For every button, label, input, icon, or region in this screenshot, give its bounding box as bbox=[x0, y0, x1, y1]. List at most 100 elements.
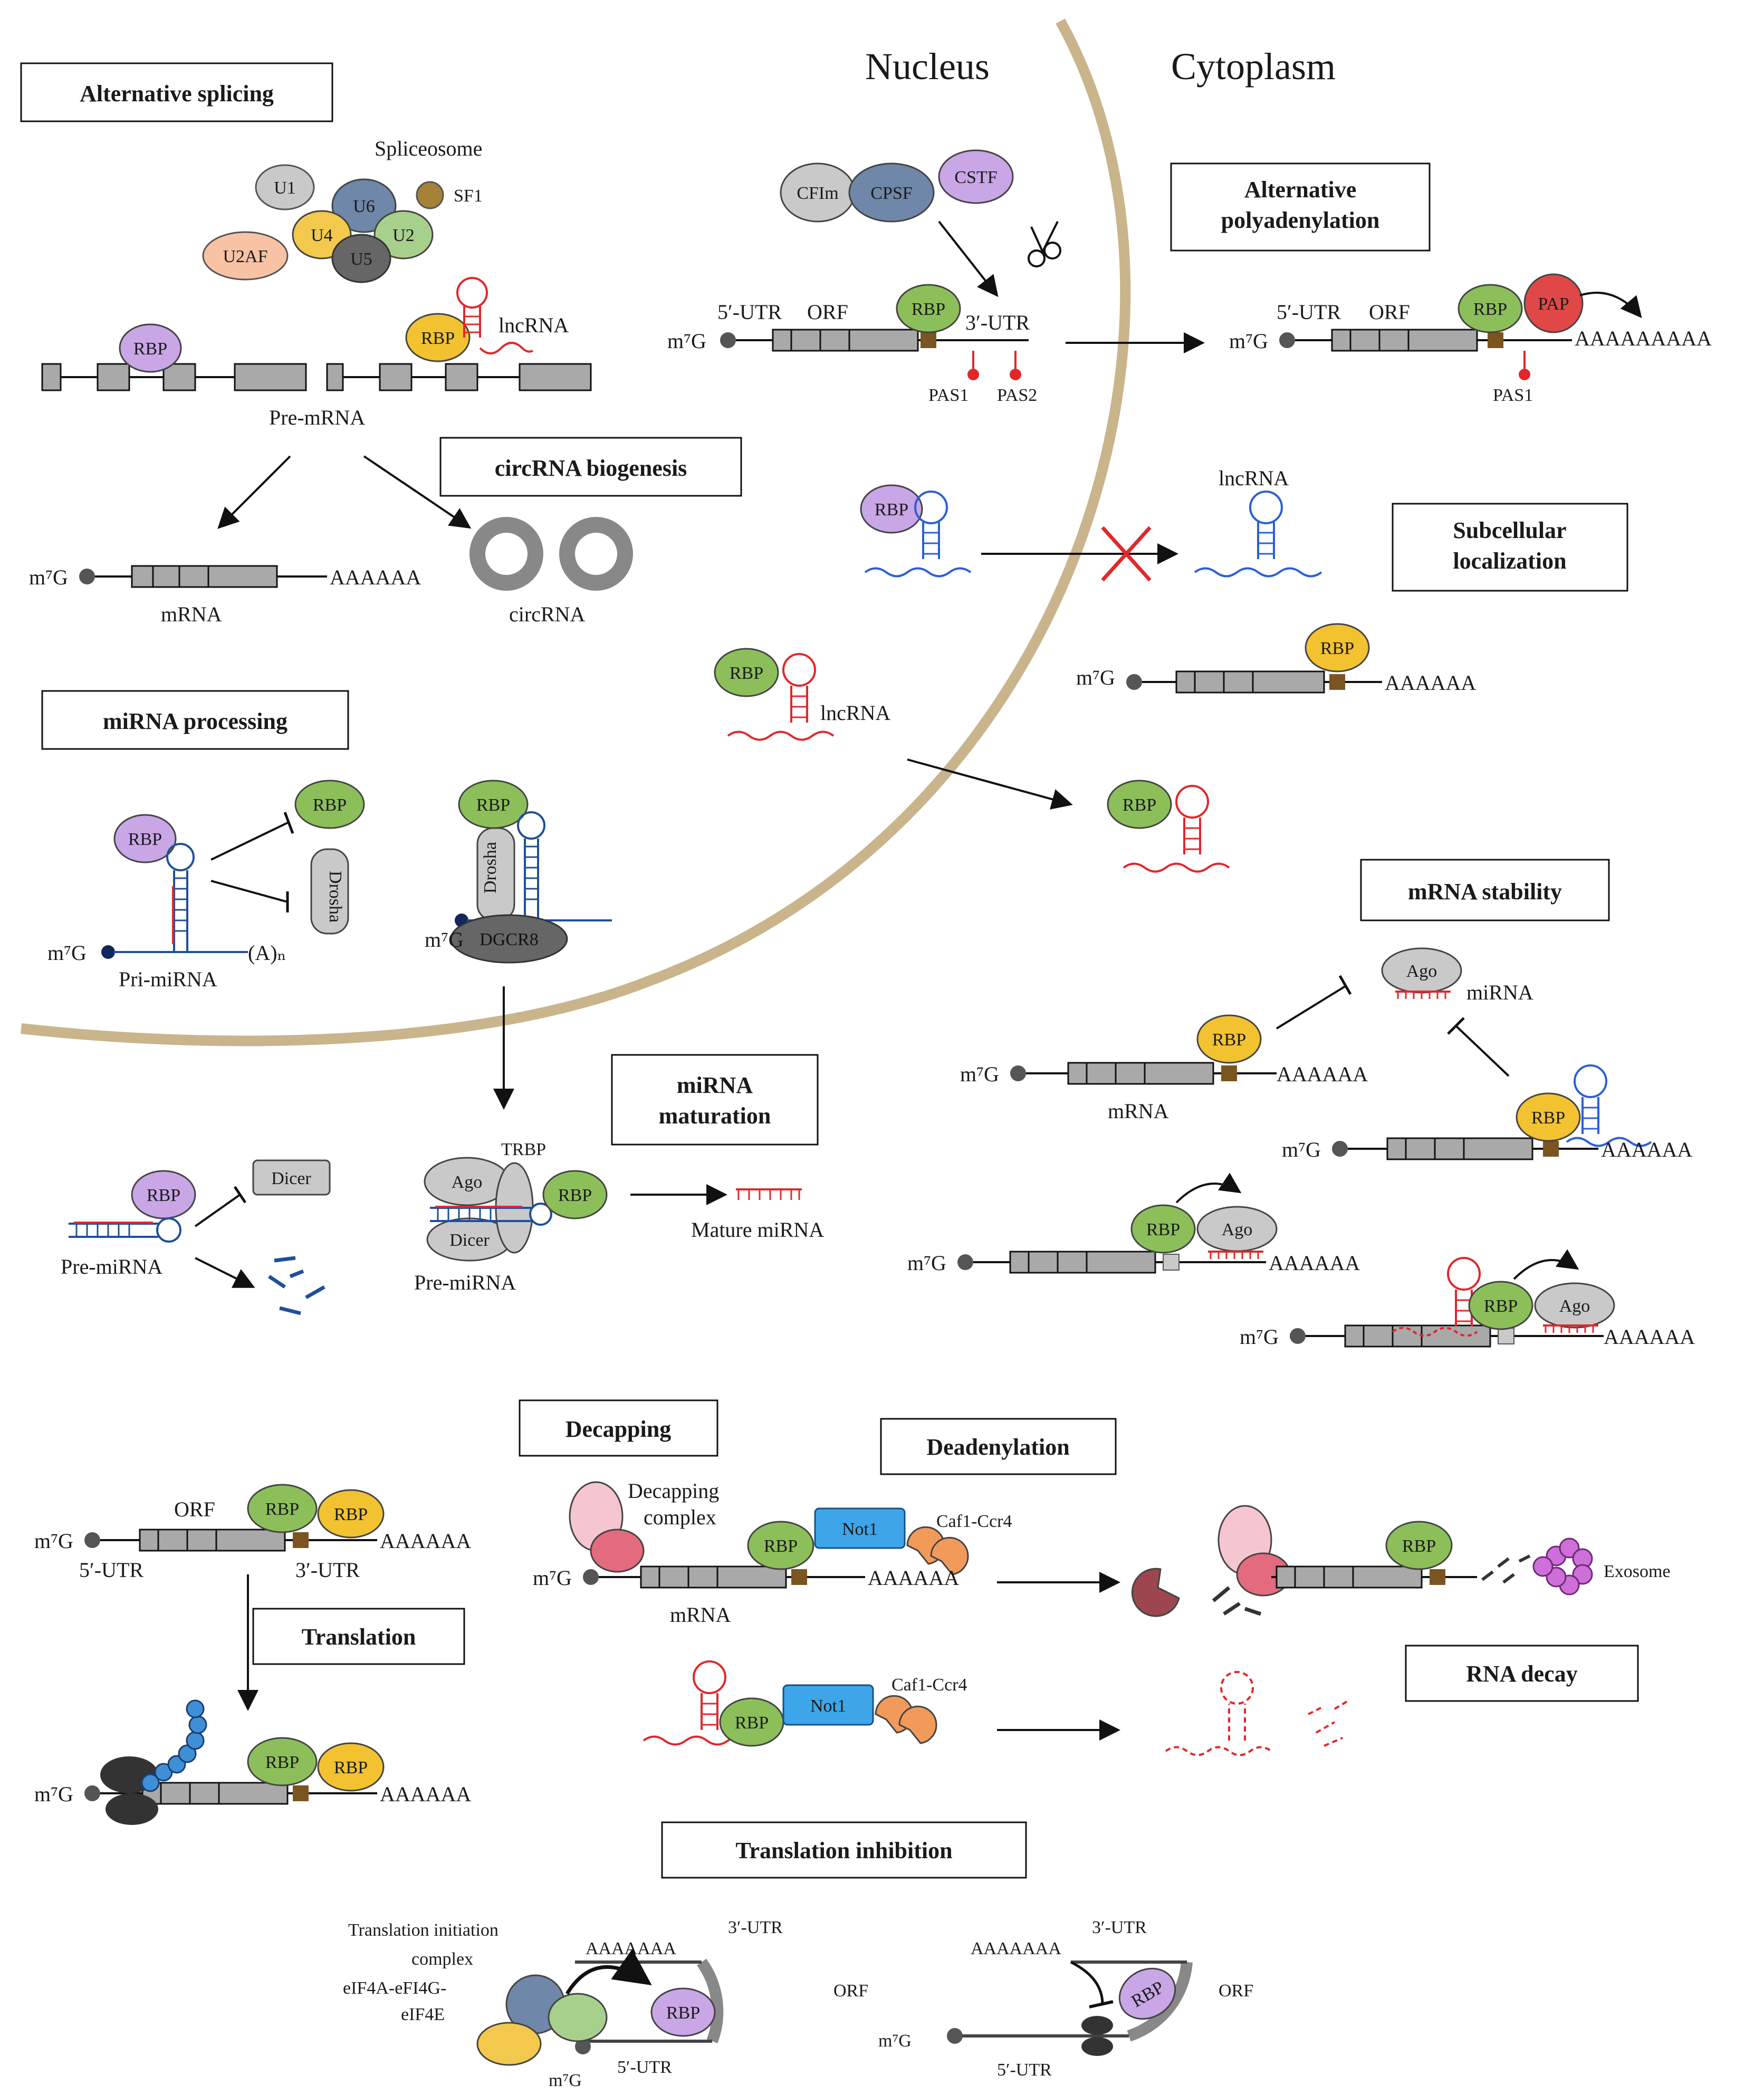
svg-text:AAAAAAA: AAAAAAA bbox=[586, 1939, 676, 1958]
degraded-fragments bbox=[268, 1256, 325, 1315]
mrna-stability-box: mRNA stability bbox=[1360, 859, 1610, 921]
svg-text:RBP: RBP bbox=[1320, 639, 1354, 658]
svg-text:AAAAAA: AAAAAA bbox=[1277, 1062, 1368, 1086]
svg-text:Caf1-Ccr4: Caf1-Ccr4 bbox=[891, 1675, 967, 1695]
svg-text:circRNA biogenesis: circRNA biogenesis bbox=[495, 455, 687, 481]
svg-text:U4: U4 bbox=[311, 226, 333, 245]
svg-text:complex: complex bbox=[644, 1505, 716, 1529]
svg-text:circRNA: circRNA bbox=[509, 602, 586, 626]
svg-text:RNA decay: RNA decay bbox=[1466, 1661, 1577, 1687]
svg-text:m⁷G: m⁷G bbox=[549, 2071, 582, 2090]
pri-mirna: RBP m⁷G (A)ₙ Pri-miRNA bbox=[47, 814, 286, 991]
svg-text:RBP: RBP bbox=[133, 339, 167, 359]
svg-text:m⁷G: m⁷G bbox=[533, 1566, 572, 1590]
svg-text:AAAAAA: AAAAAA bbox=[380, 1529, 471, 1553]
svg-text:RBP: RBP bbox=[421, 329, 455, 348]
svg-text:AAAAAAAAA: AAAAAAAAA bbox=[1575, 326, 1712, 350]
svg-text:AAAAAA: AAAAAA bbox=[868, 1566, 959, 1590]
svg-text:DGCR8: DGCR8 bbox=[480, 930, 538, 949]
mrna-apa-before: m⁷G RBP 5′-UTR ORF 3′-UTR PAS1 PAS2 bbox=[667, 284, 1037, 405]
svg-text:RBP: RBP bbox=[912, 300, 945, 319]
svg-text:RBP: RBP bbox=[334, 1758, 368, 1777]
svg-text:m⁷G: m⁷G bbox=[878, 2031, 912, 2051]
splice-arrow-circrna bbox=[363, 455, 472, 529]
free-rbp-drosha: RBP Drosha bbox=[294, 780, 365, 935]
svg-text:eIF4E: eIF4E bbox=[401, 2005, 445, 2024]
svg-text:RBP: RBP bbox=[730, 664, 763, 683]
svg-text:ORF: ORF bbox=[833, 1981, 868, 2001]
cleavage-factors: CFIm CSTF CPSF bbox=[780, 149, 1014, 223]
splice-arrow-mrna bbox=[217, 455, 291, 529]
svg-text:TRBP: TRBP bbox=[501, 1140, 546, 1159]
svg-text:(A)ₙ: (A)ₙ bbox=[248, 941, 286, 965]
mrna-ago-recruit-2: m⁷G RBP Ago AAAAAA bbox=[1240, 1249, 1695, 1349]
svg-text:localization: localization bbox=[1453, 548, 1566, 574]
svg-text:Subcellular: Subcellular bbox=[1453, 517, 1566, 543]
svg-text:RBP: RBP bbox=[875, 500, 908, 520]
svg-text:m⁷G: m⁷G bbox=[47, 941, 87, 965]
mature-mirna: Mature miRNA bbox=[691, 1188, 824, 1242]
svg-text:Deadenylation: Deadenylation bbox=[926, 1434, 1069, 1460]
svg-text:Mature miRNA: Mature miRNA bbox=[691, 1218, 824, 1242]
svg-text:U2: U2 bbox=[392, 226, 415, 245]
svg-text:Translation inhibition: Translation inhibition bbox=[735, 1838, 952, 1863]
svg-text:AAAAAA: AAAAAA bbox=[330, 565, 421, 589]
svg-text:Ago: Ago bbox=[1222, 1220, 1253, 1239]
decapping-box: Decapping bbox=[519, 1399, 718, 1457]
svg-text:Translation initiation: Translation initiation bbox=[348, 1920, 498, 1940]
svg-text:AAAAAAA: AAAAAAA bbox=[971, 1939, 1061, 1958]
inhibited-mrna: AAAAAAA 3′-UTR ORF 5′-UTR m⁷G RBP bbox=[878, 1918, 1253, 2080]
svg-text:Drosha: Drosha bbox=[481, 842, 500, 893]
svg-text:RBP: RBP bbox=[1531, 1108, 1565, 1128]
svg-text:Not1: Not1 bbox=[842, 1520, 878, 1539]
svg-text:mRNA: mRNA bbox=[161, 602, 222, 626]
svg-text:Ago: Ago bbox=[1406, 962, 1437, 981]
svg-text:Pre-miRNA: Pre-miRNA bbox=[61, 1255, 162, 1279]
svg-text:mRNA: mRNA bbox=[670, 1603, 731, 1627]
svg-text:U5: U5 bbox=[350, 249, 372, 269]
mrna-localized: m⁷G RBP AAAAAA bbox=[1076, 623, 1476, 695]
svg-text:Dicer: Dicer bbox=[271, 1169, 311, 1188]
svg-text:U6: U6 bbox=[353, 197, 375, 216]
svg-text:RBP: RBP bbox=[666, 2003, 700, 2023]
svg-text:Dicer: Dicer bbox=[449, 1231, 490, 1250]
svg-text:CPSF: CPSF bbox=[870, 184, 912, 203]
svg-text:3′-UTR: 3′-UTR bbox=[295, 1558, 360, 1582]
mrna-stabilized-2: m⁷G RBP AAAAAA bbox=[1282, 1064, 1692, 1161]
svg-text:3′-UTR: 3′-UTR bbox=[965, 311, 1030, 334]
lncrna-red-cytoplasmic: RBP bbox=[1107, 780, 1230, 873]
pre-mrna-label: Pre-mRNA bbox=[269, 406, 365, 429]
cleavage-arrow bbox=[938, 220, 999, 297]
svg-text:RBP: RBP bbox=[1402, 1536, 1436, 1556]
svg-text:Ago: Ago bbox=[1559, 1296, 1590, 1316]
risc-loading: Ago Dicer RBP TRBP Pre-miRNA bbox=[414, 1140, 608, 1294]
mrna-translating: m⁷G RBP RBP AAAAAA bbox=[34, 1699, 471, 1825]
svg-text:U1: U1 bbox=[274, 178, 296, 198]
svg-text:m⁷G: m⁷G bbox=[960, 1062, 999, 1086]
svg-text:ORF: ORF bbox=[807, 300, 848, 324]
svg-text:ORF: ORF bbox=[1219, 1981, 1253, 2001]
ago-mirna-free: Ago miRNA bbox=[1381, 947, 1533, 1004]
svg-text:Decapping: Decapping bbox=[565, 1416, 671, 1442]
svg-text:m⁷G: m⁷G bbox=[1240, 1325, 1279, 1349]
svg-text:Alternative: Alternative bbox=[1244, 177, 1357, 203]
svg-text:ORF: ORF bbox=[1369, 300, 1410, 324]
svg-text:Ago: Ago bbox=[452, 1173, 483, 1192]
svg-text:miRNA processing: miRNA processing bbox=[103, 708, 287, 734]
svg-text:RBP: RBP bbox=[147, 1186, 180, 1205]
svg-text:complex: complex bbox=[411, 1949, 473, 1969]
svg-text:ORF: ORF bbox=[174, 1497, 215, 1521]
mrna-apa-after: m⁷G RBP PAP AAAAAAAAA 5′-UTR ORF PAS1 bbox=[1229, 273, 1712, 405]
svg-text:RBP: RBP bbox=[735, 1713, 769, 1733]
svg-text:lncRNA: lncRNA bbox=[820, 701, 890, 725]
svg-text:m⁷G: m⁷G bbox=[667, 329, 706, 353]
svg-text:Pri-miRNA: Pri-miRNA bbox=[119, 967, 217, 991]
block-x-icon bbox=[1101, 526, 1152, 582]
svg-text:Caf1-Ccr4: Caf1-Ccr4 bbox=[936, 1512, 1012, 1531]
svg-text:m⁷G: m⁷G bbox=[1229, 329, 1268, 353]
svg-text:AAAAAA: AAAAAA bbox=[1385, 671, 1476, 695]
degrade-arrow bbox=[195, 1257, 255, 1288]
alternative-polyadenylation-box: Alternative polyadenylation bbox=[1170, 162, 1431, 252]
svg-text:Exosome: Exosome bbox=[1604, 1562, 1671, 1581]
circrna-biogenesis-box: circRNA biogenesis bbox=[439, 437, 742, 497]
